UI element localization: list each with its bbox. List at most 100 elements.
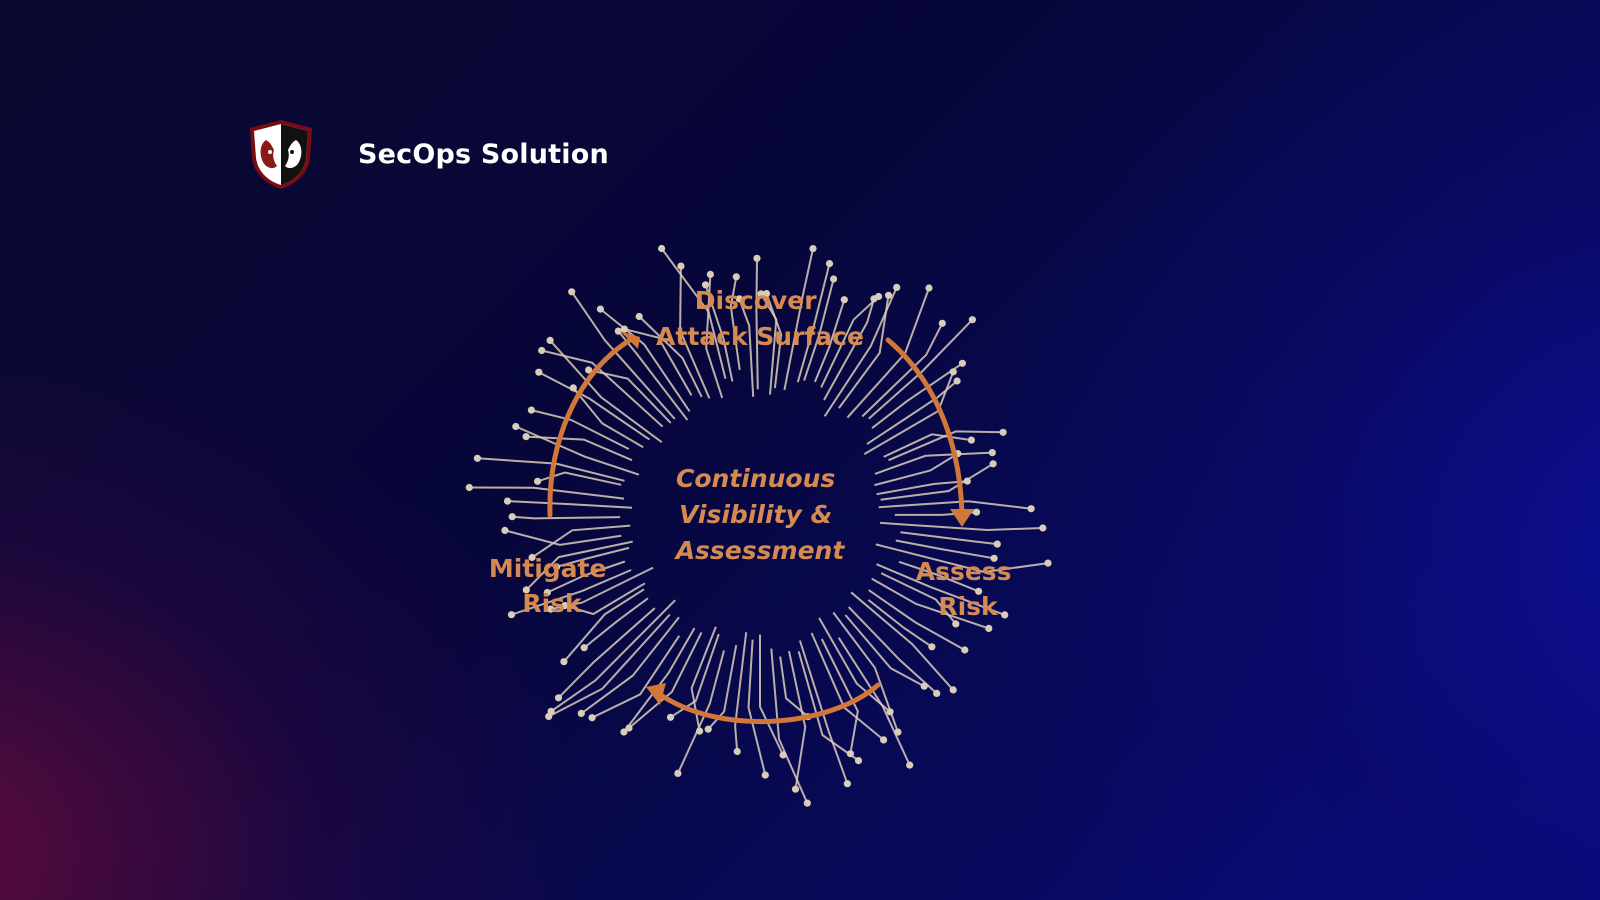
circuit-node xyxy=(596,305,604,313)
circuit-node xyxy=(757,290,765,298)
circuit-trace xyxy=(638,315,703,398)
circuit-trace xyxy=(469,486,625,500)
circuit-trace xyxy=(755,258,759,390)
stage-mitigate-line-2: Risk xyxy=(522,589,583,618)
circuit-node xyxy=(706,270,714,278)
circuit-node xyxy=(553,563,561,571)
circuit-node xyxy=(473,454,481,462)
circuit-node xyxy=(880,736,888,744)
circuit-pattern xyxy=(465,244,1052,807)
circuit-node xyxy=(988,449,996,457)
circuit-trace xyxy=(861,322,944,418)
circuit-trace xyxy=(591,635,681,719)
circuit-node xyxy=(547,707,555,715)
circuit-node xyxy=(677,262,685,270)
circuit-trace xyxy=(588,369,672,424)
circuit-trace xyxy=(623,627,696,733)
circuit-node xyxy=(985,624,993,632)
circuit-trace xyxy=(669,633,720,719)
circuit-trace xyxy=(813,299,846,383)
circuit-trace xyxy=(798,640,849,785)
stage-assess-label: Assess Risk xyxy=(916,557,1021,621)
circuit-trace xyxy=(557,607,656,699)
circuit-trace xyxy=(572,387,644,449)
arrow-discover-to-assess xyxy=(885,337,965,518)
circuit-node xyxy=(928,643,936,651)
circuit-node xyxy=(989,460,997,468)
circuit-trace xyxy=(823,298,875,401)
circuit-node xyxy=(803,799,811,807)
circuit-node xyxy=(696,727,704,735)
circuit-trace xyxy=(531,409,630,450)
stage-discover-label: Discover Attack Surface xyxy=(656,286,864,351)
circuit-trace xyxy=(556,546,630,568)
circuit-node xyxy=(961,646,969,654)
circuit-node xyxy=(952,620,960,628)
circuit-node xyxy=(522,433,530,441)
circuit-node xyxy=(753,254,761,262)
circuit-trace xyxy=(779,656,809,718)
brand-name: SecOps Solution xyxy=(358,138,609,170)
circuit-trace xyxy=(580,616,680,715)
circuit-node xyxy=(588,714,596,722)
arrowhead-discover xyxy=(620,331,640,349)
circuit-node xyxy=(666,713,675,721)
stage-mitigate-label: Mitigate Risk xyxy=(489,554,615,618)
circuit-node xyxy=(1044,559,1052,567)
circuit-trace xyxy=(844,614,925,688)
circuit-trace xyxy=(541,349,664,428)
circuit-trace xyxy=(550,599,676,713)
circuit-node xyxy=(547,605,555,613)
circuit-trace xyxy=(883,433,972,458)
circuit-node xyxy=(522,586,530,594)
circuit-node xyxy=(527,406,535,414)
circuit-node xyxy=(972,508,981,516)
circuit-node xyxy=(614,327,622,335)
circuit-trace xyxy=(838,295,890,409)
circuit-trace xyxy=(820,295,880,388)
brand: SecOps Solution xyxy=(246,118,609,190)
circuit-node xyxy=(568,288,576,296)
circuit-trace xyxy=(734,632,748,752)
circuit-node xyxy=(968,316,976,324)
circuit-trace xyxy=(895,539,995,560)
circuit-node xyxy=(560,658,568,666)
circuit-node xyxy=(512,422,520,431)
circuit-trace xyxy=(900,531,998,546)
circuit-node xyxy=(534,477,542,485)
circuit-trace xyxy=(705,274,724,399)
circuit-trace xyxy=(548,613,671,718)
circuit-trace xyxy=(526,435,633,462)
circuit-trace xyxy=(888,430,1004,462)
cycle-diagram: Discover Attack Surface Assess Risk Miti… xyxy=(460,215,1080,835)
circuit-trace xyxy=(570,291,676,420)
circuit-node xyxy=(993,540,1001,548)
circuit-node xyxy=(920,682,928,690)
circuit-node xyxy=(577,709,585,717)
circuit-node xyxy=(508,513,516,521)
circuit-trace xyxy=(874,451,993,475)
circuit-node xyxy=(503,497,512,505)
circuit-trace xyxy=(803,278,835,381)
circuit-node xyxy=(958,359,966,367)
circuit-trace xyxy=(525,540,633,591)
circuit-node xyxy=(925,284,933,292)
circuit-node xyxy=(704,725,712,733)
stage-discover-line-2: Attack Surface xyxy=(656,322,864,351)
circuit-node xyxy=(580,644,588,652)
circuit-node xyxy=(938,319,946,327)
circuit-trace xyxy=(747,639,767,776)
circuit-trace xyxy=(880,521,1043,532)
circuit-trace xyxy=(823,286,898,417)
circuit-node xyxy=(999,428,1007,436)
circuit-trace xyxy=(818,617,891,713)
circuit-node xyxy=(886,708,894,716)
circuit-node xyxy=(535,368,543,376)
circuit-trace xyxy=(876,480,968,496)
circuit-trace xyxy=(867,599,933,648)
circuit-trace xyxy=(797,651,860,762)
circuit-node xyxy=(893,283,901,291)
stage-mitigate-line-1: Mitigate xyxy=(489,554,607,583)
circuit-trace xyxy=(690,626,717,732)
circuit-node xyxy=(635,312,643,321)
